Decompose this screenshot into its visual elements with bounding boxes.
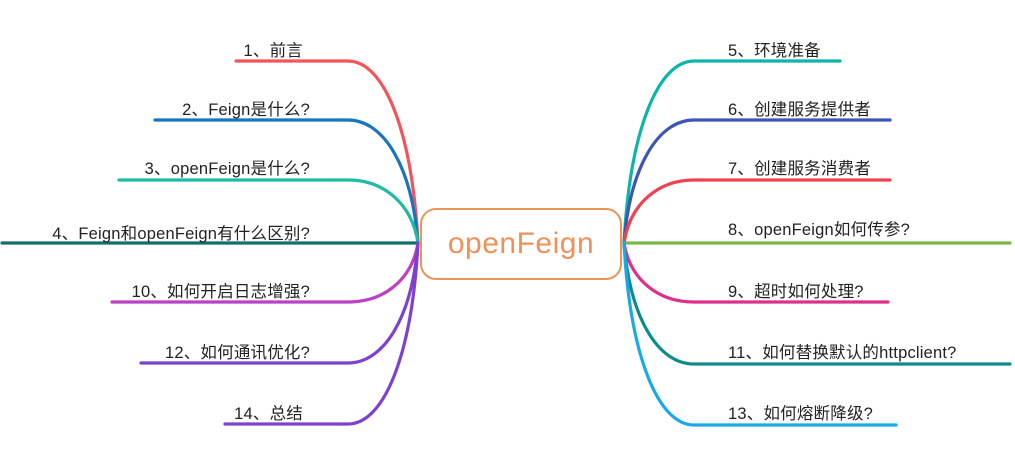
branch-label-13[interactable]: 13、如何熔断降级? — [728, 405, 874, 423]
branch-label-11[interactable]: 11、如何替换默认的httpclient? — [728, 344, 957, 362]
branch-edge-7 — [622, 178, 892, 245]
branch-label-2[interactable]: 2、Feign是什么? — [182, 101, 310, 119]
branch-label-14[interactable]: 14、总结 — [234, 405, 303, 423]
branch-edge-6 — [622, 118, 892, 245]
branch-edge-10 — [110, 241, 420, 304]
center-node-label: openFeign — [447, 227, 595, 260]
branch-edge-13 — [622, 241, 898, 427]
branch-edge-14 — [223, 241, 420, 426]
branch-label-9[interactable]: 9、超时如何处理? — [728, 283, 864, 301]
center-node[interactable]: openFeign — [420, 208, 622, 280]
branch-label-7[interactable]: 7、创建服务消费者 — [728, 160, 871, 178]
branch-edge-5 — [622, 59, 842, 245]
branch-edge-9 — [622, 241, 890, 304]
branch-label-10[interactable]: 10、如何开启日志增强? — [131, 283, 310, 301]
branch-label-3[interactable]: 3、openFeign是什么? — [144, 160, 310, 178]
branch-label-8[interactable]: 8、openFeign如何传参? — [728, 221, 911, 239]
branch-edge-3 — [117, 178, 420, 245]
branch-edge-1 — [234, 59, 420, 245]
branch-label-4[interactable]: 4、Feign和openFeign有什么区别? — [52, 225, 310, 243]
branch-edge-2 — [153, 118, 420, 245]
branch-label-1[interactable]: 1、前言 — [243, 42, 303, 60]
branch-label-6[interactable]: 6、创建服务提供者 — [728, 101, 871, 119]
branch-label-5[interactable]: 5、环境准备 — [728, 42, 821, 60]
branch-label-12[interactable]: 12、如何通讯优化? — [164, 344, 310, 362]
